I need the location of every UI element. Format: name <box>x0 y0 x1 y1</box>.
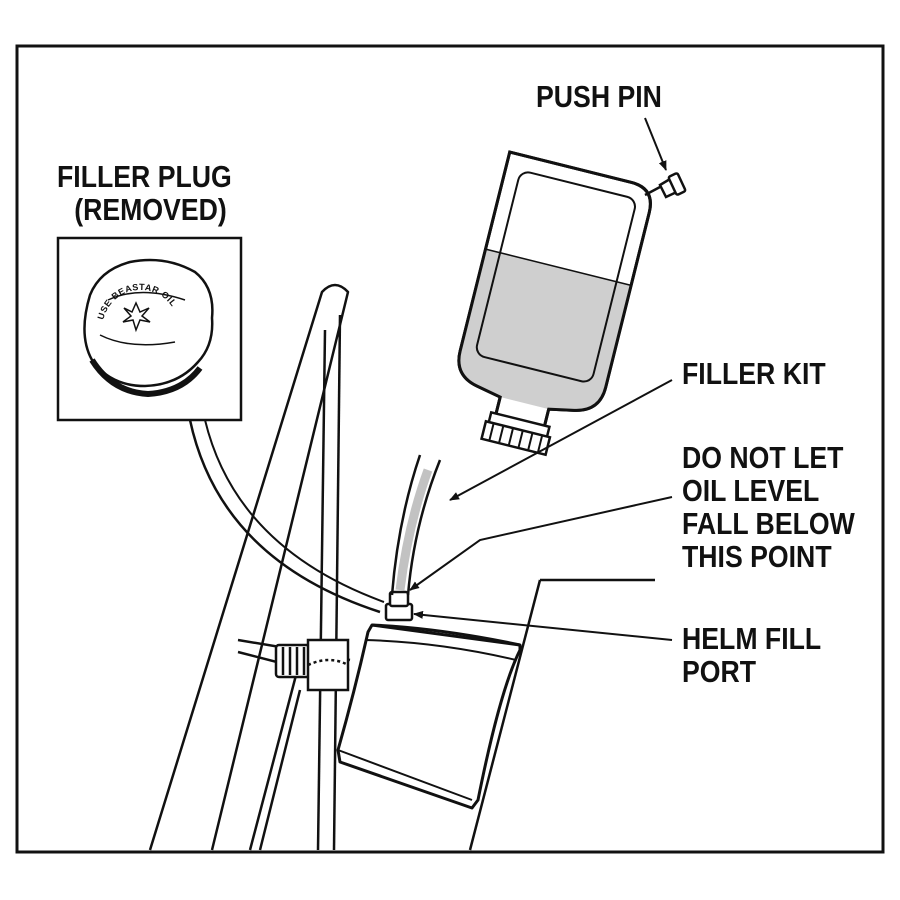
push-pin-label: PUSH PIN <box>536 80 662 113</box>
filler-kit-leader <box>449 379 673 501</box>
filler-kit-label-text: FILLER KIT <box>682 356 826 391</box>
push-pin-label-text: PUSH PIN <box>536 79 662 114</box>
oil-level-warning-line-4: THIS POINT <box>682 539 832 574</box>
oil-level-leader <box>409 496 673 591</box>
helm-fill-port-fitting <box>384 590 414 622</box>
filler-hose <box>188 419 381 614</box>
filler-plug-label-line-2: (REMOVED) <box>74 192 227 227</box>
oil-level-warning-line-1: DO NOT LET <box>682 440 844 475</box>
oil-level-warning-line-2: OIL LEVEL <box>682 473 820 508</box>
column-fitting <box>274 638 350 692</box>
oil-level-warning-label: DO NOT LET OIL LEVEL FALL BELOW THIS POI… <box>682 441 855 573</box>
helm-fill-port-label: HELM FILL PORT <box>682 622 821 688</box>
push-pin-leader <box>644 117 667 171</box>
filler-hose-inner <box>204 419 385 603</box>
push-pin-icon <box>644 172 687 199</box>
filler-tube <box>390 454 442 596</box>
helm-fill-port-leader <box>413 610 673 641</box>
leader-lines <box>409 117 673 641</box>
filler-cap-icon <box>83 258 214 398</box>
helm-unit <box>336 578 655 851</box>
helm-fill-port-label-line-2: PORT <box>682 654 757 689</box>
helm-fill-port-label-line-1: HELM FILL <box>682 621 822 656</box>
filler-plug-label-line-1: FILLER PLUG <box>57 159 232 194</box>
filler-kit-label: FILLER KIT <box>682 357 826 390</box>
filler-plug-label: FILLER PLUG (REMOVED) <box>57 160 232 226</box>
oil-level-warning-line-3: FALL BELOW <box>682 506 855 541</box>
